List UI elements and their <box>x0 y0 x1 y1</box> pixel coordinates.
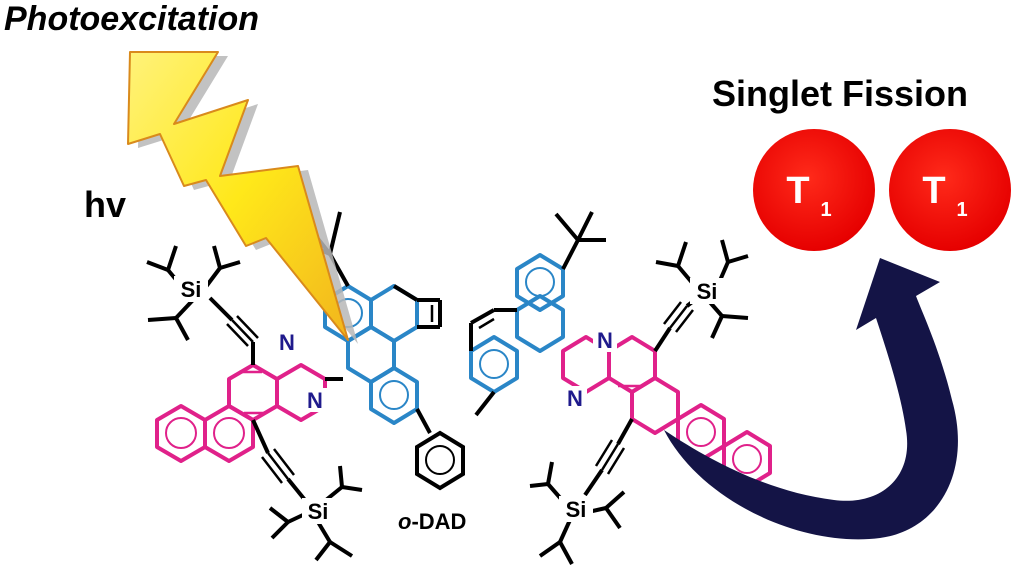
triplet-subscript: 1 <box>820 199 831 221</box>
fission-curved-arrow-icon <box>664 258 958 540</box>
silicon-label: Si <box>697 279 718 304</box>
left-acene-core <box>155 363 327 463</box>
triplet-state-2: T 1 <box>889 129 1011 251</box>
label-pads <box>174 276 724 524</box>
silicon-label: Si <box>308 499 329 524</box>
triplet-symbol: T <box>922 170 945 212</box>
singlet-fission-title: Singlet Fission <box>712 73 968 114</box>
nitrogen-label: N <box>597 328 613 353</box>
right-acene-core <box>561 335 772 489</box>
nitrogen-label: N <box>567 386 583 411</box>
triplet-symbol: T <box>786 170 809 212</box>
photoexcitation-title: Photoexcitation <box>4 0 259 38</box>
triplet-circle <box>889 129 1011 251</box>
right-pyrene-core <box>469 253 565 394</box>
right-molecule-half <box>469 211 772 565</box>
silicon-label: Si <box>181 277 202 302</box>
molecule-name-label: o-DAD <box>398 509 466 534</box>
triplet-subscript: 1 <box>956 199 967 221</box>
triplet-state-1: T 1 <box>753 129 875 251</box>
nitrogen-label: N <box>279 330 295 355</box>
ortho-phenylene-ring <box>415 430 465 491</box>
hv-label: hv <box>84 184 126 225</box>
lightning-bolt-icon <box>127 51 358 344</box>
nitrogen-label: N <box>307 388 323 413</box>
silicon-label: Si <box>566 497 587 522</box>
right-bonds <box>469 211 749 565</box>
triplet-circle <box>753 129 875 251</box>
